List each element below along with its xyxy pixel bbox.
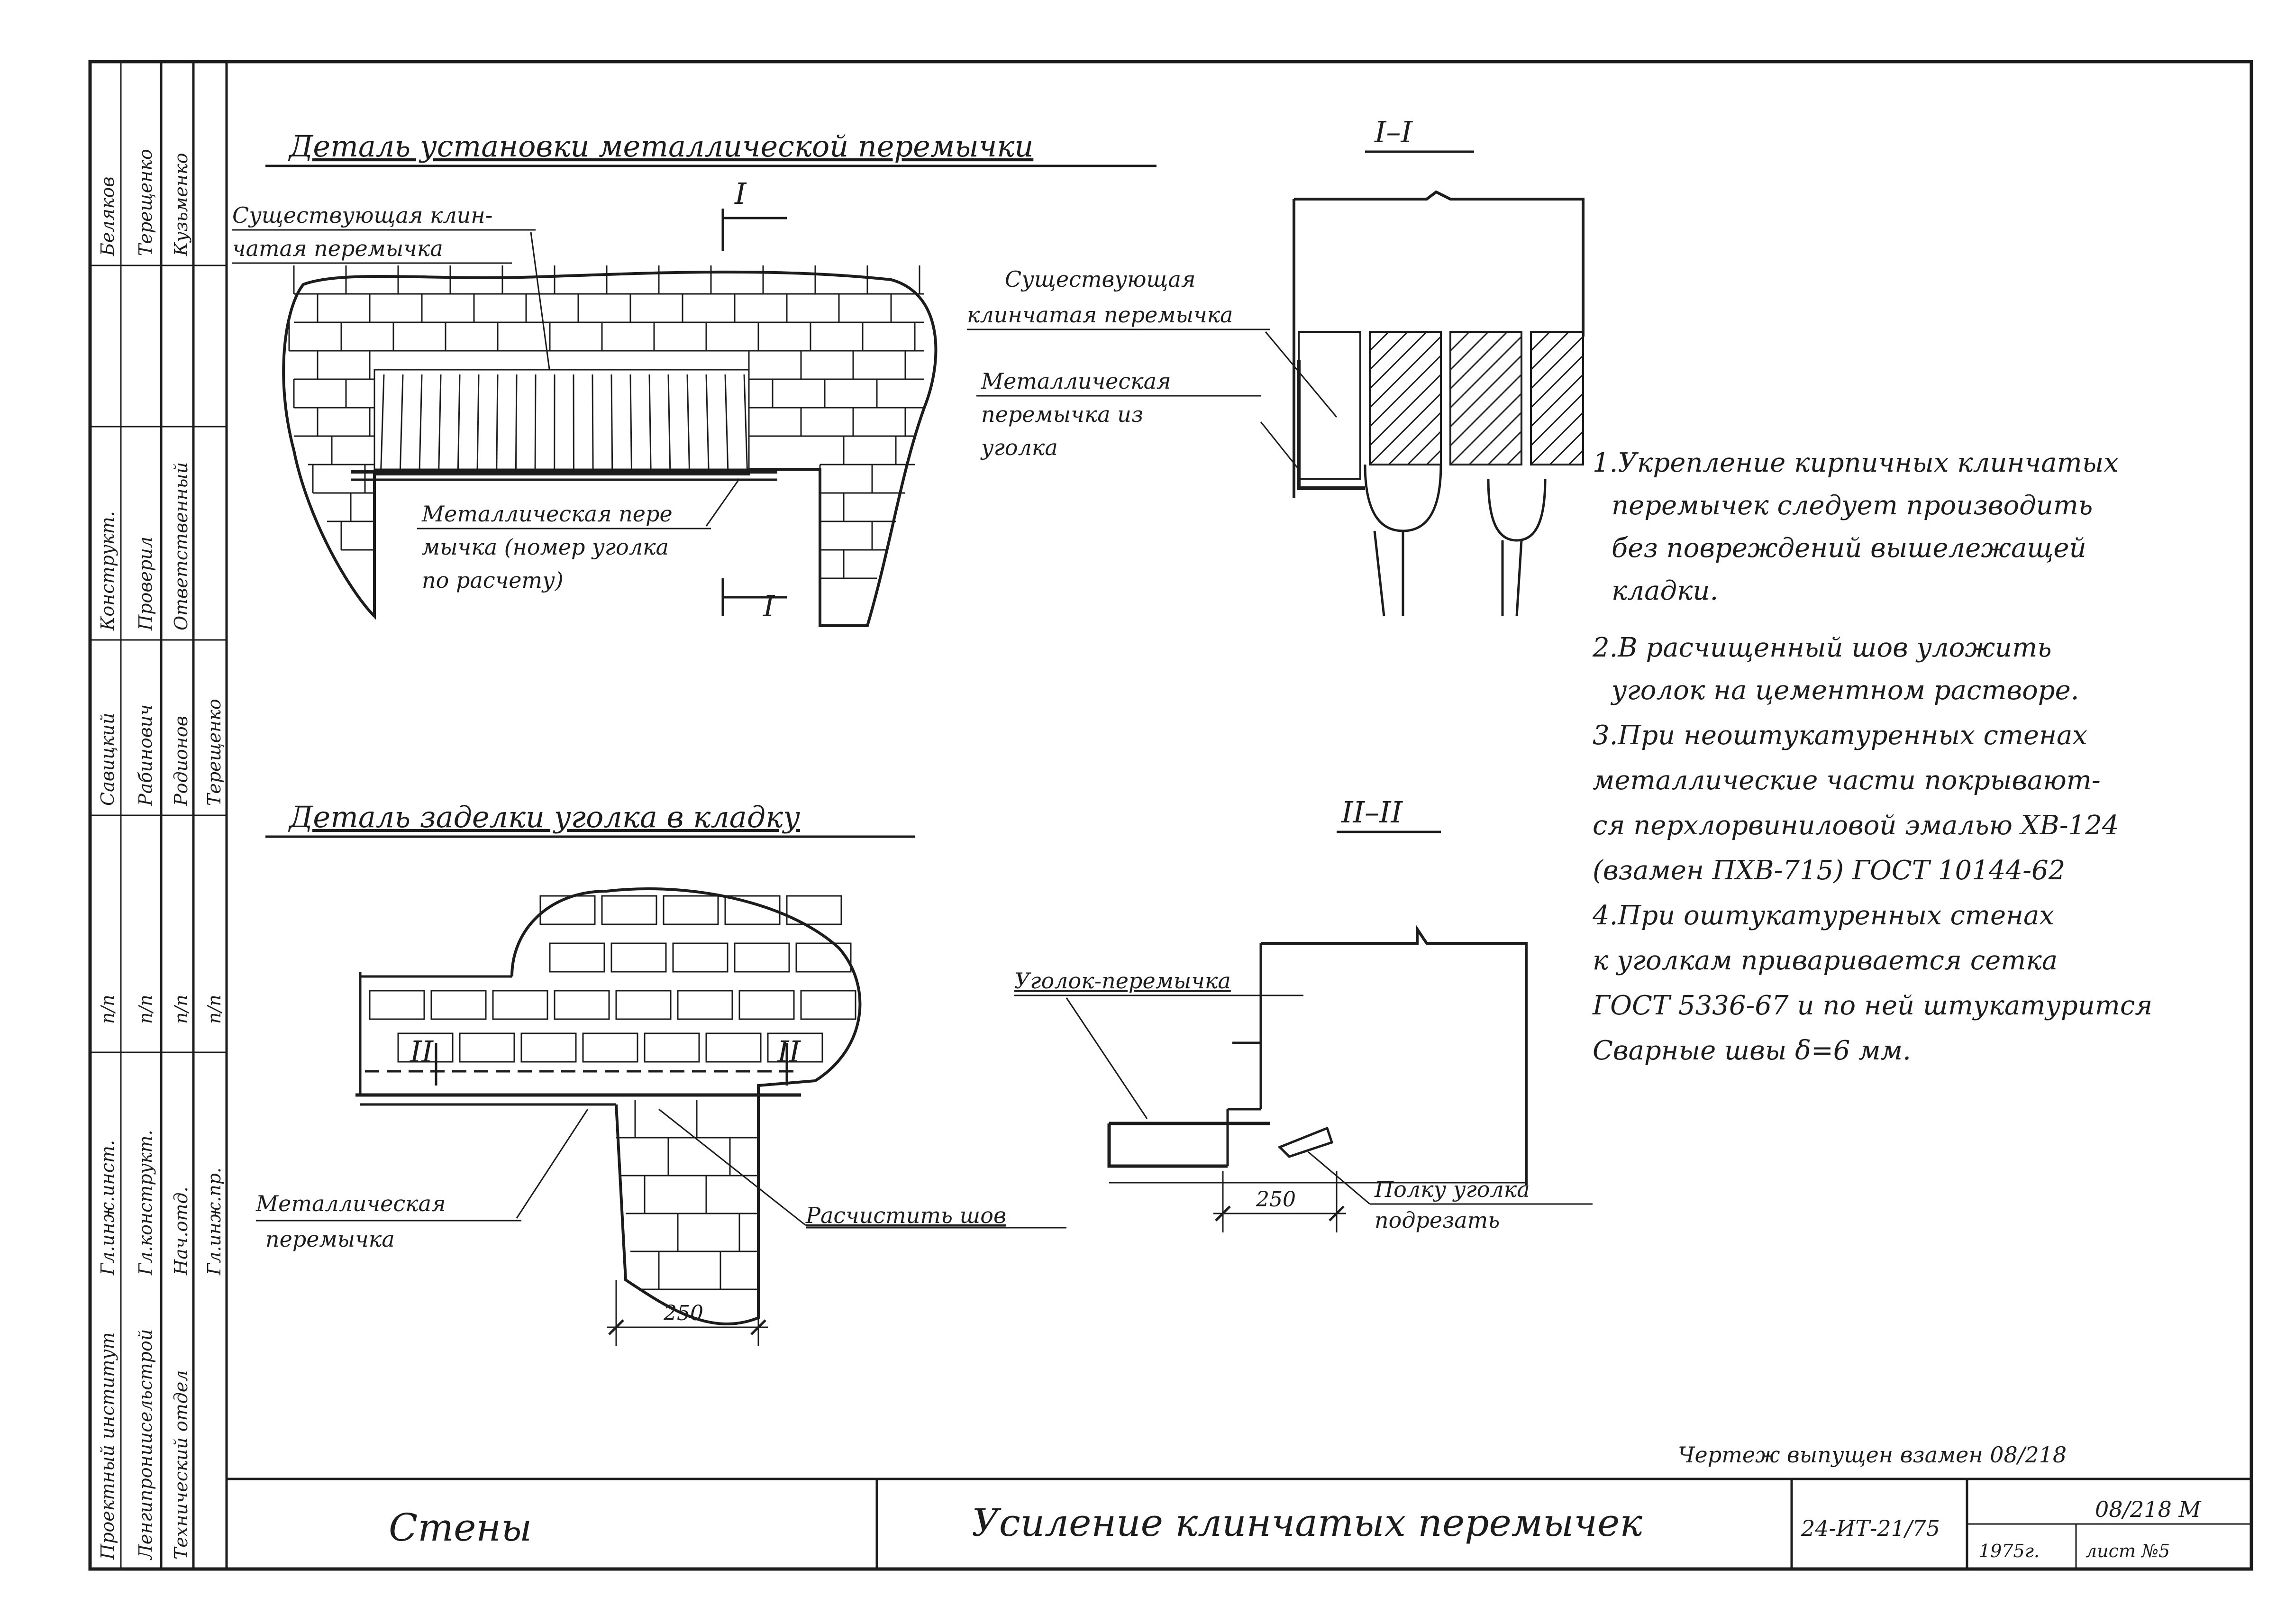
- side-pp-1: п/п: [97, 994, 118, 1024]
- detail2-cut-right: II: [777, 1034, 801, 1069]
- side-stamp: Проектный институт Ленгипрониисельстрой …: [90, 62, 228, 1569]
- note-line-4: кладки.: [1612, 575, 1718, 606]
- note-line-10: (взамен ПХВ-715) ГОСТ 10144-62: [1593, 855, 2065, 886]
- side-pp-4: п/п: [204, 994, 225, 1024]
- section1-label-existing-1: Существующая: [1005, 266, 1195, 292]
- section2-label-angle: Уголок-перемычка: [1014, 968, 1231, 994]
- cut-mark-bottom: I: [763, 589, 775, 623]
- side-pp-3: п/п: [171, 994, 191, 1024]
- side-institute-2: Ленгипрониисельстрой: [135, 1329, 156, 1560]
- side-pp-2: п/п: [135, 994, 156, 1024]
- replacement-note: Чертеж выпущен взамен 08/218: [1678, 1442, 2067, 1468]
- side-role-3: Нач.отд.: [171, 1186, 191, 1276]
- side-extra-name-3: Кузьменко: [171, 153, 191, 256]
- side-extra-role-2: Проверил: [135, 537, 156, 631]
- side-extra-role-1: Конструкт.: [97, 511, 118, 631]
- detail-embedding: Деталь заделки уголка в кладку II II Мет…: [255, 800, 1066, 1346]
- note-line-12: к уголкам приваривается сетка: [1593, 945, 2058, 976]
- side-name-4: Терещенко: [204, 699, 225, 806]
- detail1-label-metal-3: по расчету): [422, 567, 564, 593]
- section1-label-existing-2: клинчатая перемычка: [967, 302, 1233, 328]
- section-1-1: I–I Существующая клинчатая перемычка Мет…: [967, 115, 1585, 617]
- side-role-2: Гл.конструкт.: [135, 1130, 156, 1276]
- detail2-cut-left: II: [410, 1034, 434, 1069]
- side-role-1: Гл.инж.инст.: [97, 1140, 118, 1276]
- title-block: Чертеж выпущен взамен 08/218 Стены Усиле…: [227, 1442, 2251, 1569]
- title-name: Усиление клинчатых перемычек: [972, 1501, 1642, 1545]
- note-line-3: без повреждений вышележащей: [1612, 533, 2086, 564]
- masonry-bricks-detail2: [369, 895, 856, 1290]
- section1-title: I–I: [1374, 115, 1413, 149]
- side-name-3: Родионов: [171, 716, 191, 806]
- section2-label-trim-2: подрезать: [1375, 1207, 1500, 1233]
- section2-title: II–II: [1341, 795, 1403, 830]
- side-institute-1: Проектный институт: [97, 1332, 118, 1560]
- section1-label-metal-2: перемычка из: [981, 401, 1143, 427]
- side-extra-name-2: Терещенко: [135, 149, 156, 256]
- title-number: 08/218 М: [2095, 1496, 2202, 1522]
- section2-label-trim-1: Полку уголка: [1374, 1177, 1530, 1202]
- title-section: Стены: [389, 1505, 532, 1550]
- title-sheet: лист №5: [2086, 1541, 2170, 1561]
- section1-label-metal-1: Металлическая: [981, 368, 1171, 394]
- detail1-label-existing-bottom: чатая перемычка: [232, 236, 443, 261]
- note-line-1: 1.Укрепление кирпичных клинчатых: [1593, 447, 2119, 478]
- detail1-title: Деталь установки металлической перемычки: [288, 129, 1033, 164]
- note-line-2: перемычек следует производить: [1612, 490, 2093, 521]
- detail2-label-metal-1: Металлическая: [255, 1191, 446, 1216]
- cut-mark-top: I: [734, 176, 747, 211]
- side-name-1: Савицкий: [97, 713, 118, 806]
- side-institute-3: Технический отдел: [171, 1370, 191, 1560]
- section1-label-metal-3: уголка: [980, 435, 1058, 460]
- side-name-2: Рабинович: [135, 704, 156, 806]
- notes-block: 1.Укрепление кирпичных клинчатых перемыч…: [1592, 447, 2152, 1066]
- note-line-5: 2.В расчищенный шов уложить: [1592, 632, 2052, 663]
- detail2-dimension: 250: [663, 1301, 703, 1325]
- wedge-lintel-bricks: [380, 374, 748, 470]
- detail2-label-metal-2: перемычка: [265, 1226, 395, 1252]
- detail2-title: Деталь заделки уголка в кладку: [288, 800, 800, 834]
- note-line-14: Сварные швы δ=6 мм.: [1593, 1035, 1911, 1066]
- section-2-2: II–II 250 Уголок-перемычка Полку уголка …: [1014, 795, 1593, 1233]
- title-year: 1975г.: [1979, 1541, 2040, 1561]
- detail1-label-metal-2: мычка (номер уголка: [422, 534, 669, 560]
- detail2-label-clean: Расчистить шов: [805, 1203, 1006, 1228]
- note-line-7: 3.При неоштукатуренных стенах: [1593, 720, 2087, 751]
- note-line-9: ся перхлорвиниловой эмалью ХВ-124: [1593, 810, 2119, 841]
- note-line-11: 4.При оштукатуренных стенах: [1592, 900, 2054, 931]
- side-role-4: Гл.инж.пр.: [204, 1168, 225, 1276]
- masonry-bricks-detail1: [288, 265, 924, 579]
- note-line-8: металлические части покрывают-: [1593, 765, 2101, 796]
- section1-hatching: [1369, 331, 1584, 465]
- side-extra-name-1: Беляков: [97, 177, 118, 256]
- detail1-label-metal-1: Металлическая пере: [421, 501, 673, 527]
- note-line-6: уголок на цементном растворе.: [1610, 675, 2079, 706]
- note-line-13: ГОСТ 5336-67 и по ней штукатурится: [1592, 990, 2152, 1021]
- section2-dimension: 250: [1256, 1187, 1296, 1212]
- detail1-label-existing-top: Существующая клин-: [232, 202, 492, 228]
- side-extra-role-3: Ответственный: [171, 462, 191, 630]
- title-code: 24-ИТ-21/75: [1801, 1515, 1940, 1541]
- detail-installation: Деталь установки металлической перемычки…: [232, 129, 1157, 627]
